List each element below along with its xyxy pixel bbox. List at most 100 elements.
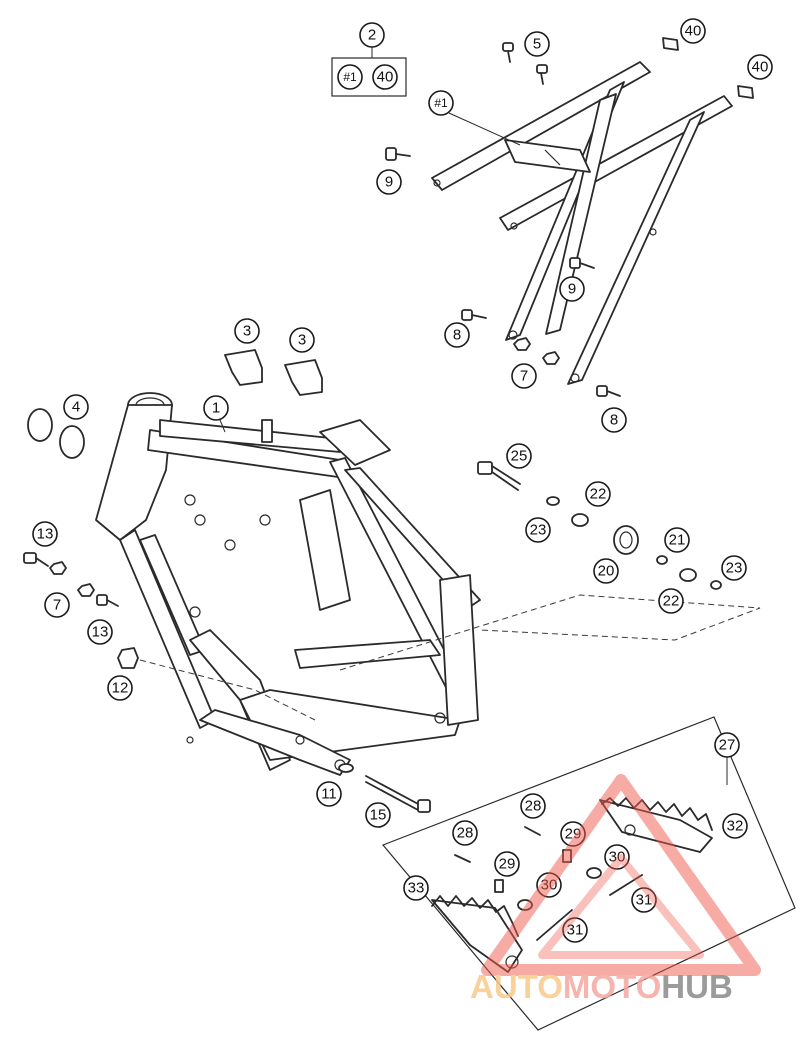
callout-5: 5 — [524, 31, 550, 57]
svg-text:40: 40 — [377, 69, 394, 86]
bolt-9b — [569, 257, 595, 269]
callout-13a: 13 — [32, 521, 58, 547]
svg-text:28: 28 — [457, 825, 474, 842]
callout-hash1: #1 — [428, 90, 454, 116]
callout-1: 1 — [203, 395, 229, 421]
svg-text:#1: #1 — [434, 96, 448, 110]
svg-text:7: 7 — [520, 368, 528, 385]
callout-32: 32 — [722, 813, 748, 839]
callout-8b: 8 — [601, 407, 627, 433]
callout-3b: 3 — [289, 327, 315, 353]
svg-text:8: 8 — [453, 327, 461, 344]
dashed-guides — [139, 594, 761, 721]
callout-9b: 9 — [559, 276, 585, 302]
pins — [454, 826, 643, 941]
callout-22b: 22 — [658, 588, 684, 614]
callout-12: 12 — [107, 675, 133, 701]
svg-text:1: 1 — [212, 400, 220, 417]
svg-text:20: 20 — [598, 563, 615, 580]
clip-40b — [737, 85, 754, 99]
watermark-auto: AUTO — [470, 968, 563, 1005]
callout-7a: 7 — [511, 363, 537, 389]
bolt-5a — [502, 42, 514, 63]
clip-40a — [662, 37, 679, 51]
callout-hash1-box: #1 — [337, 64, 363, 90]
callout-23a: 23 — [525, 517, 551, 543]
callout-28a: 28 — [520, 793, 546, 819]
bolt-8a — [461, 309, 487, 321]
callout-31a: 31 — [631, 887, 657, 913]
callout-33: 33 — [403, 875, 429, 901]
svg-text:8: 8 — [610, 412, 618, 429]
svg-text:28: 28 — [525, 798, 542, 815]
svg-text:15: 15 — [370, 807, 387, 824]
svg-text:13: 13 — [37, 526, 54, 543]
callout-21: 21 — [664, 527, 690, 553]
bolt-9a — [385, 147, 411, 161]
bolt-8b — [596, 385, 621, 397]
svg-text:23: 23 — [530, 522, 547, 539]
lower-frame-bolt — [338, 763, 431, 813]
bolt-5b — [536, 64, 548, 85]
subframe — [431, 61, 733, 385]
svg-text:27: 27 — [719, 737, 736, 754]
swingarm-pivot-parts — [477, 461, 722, 590]
watermark-hub: HUB — [661, 968, 733, 1005]
svg-text:11: 11 — [321, 786, 337, 803]
callout-40a: 40 — [680, 18, 706, 44]
callout-27: 27 — [714, 732, 740, 758]
svg-text:9: 9 — [568, 281, 576, 298]
svg-text:3: 3 — [243, 323, 251, 340]
callout-15: 15 — [365, 802, 391, 828]
nut-7a — [513, 337, 531, 351]
svg-text:21: 21 — [669, 532, 686, 549]
nut-7b — [542, 351, 560, 365]
watermark-triangle — [481, 774, 761, 976]
svg-text:3: 3 — [298, 332, 306, 349]
svg-text:AUTOMOTOHUB: AUTOMOTOHUB — [470, 968, 733, 1005]
svg-text:33: 33 — [408, 880, 425, 897]
leader-lines — [219, 47, 521, 433]
svg-text:5: 5 — [533, 36, 541, 53]
callout-13b: 13 — [87, 619, 113, 645]
svg-text:2: 2 — [368, 27, 376, 44]
callout-25: 25 — [506, 443, 532, 469]
callout-9a: 9 — [376, 169, 402, 195]
callout-2: 2 — [359, 22, 385, 48]
watermark-moto: MOTO — [563, 968, 661, 1005]
frame-left-fasteners — [23, 552, 139, 669]
svg-text:22: 22 — [590, 486, 607, 503]
callout-4: 4 — [63, 394, 89, 420]
callout-3a: 3 — [234, 318, 260, 344]
svg-text:32: 32 — [727, 818, 744, 835]
svg-text:22: 22 — [663, 593, 680, 610]
svg-text:23: 23 — [726, 560, 743, 577]
watermark-logo: AUTOMOTOHUB — [470, 774, 761, 1005]
bearing-rings — [27, 408, 85, 459]
callout-20: 20 — [593, 558, 619, 584]
svg-text:40: 40 — [685, 23, 702, 40]
callout-40b: 40 — [747, 54, 773, 80]
callout-7b: 7 — [44, 592, 70, 618]
svg-text:40: 40 — [752, 59, 769, 76]
svg-text:#1: #1 — [343, 70, 357, 84]
svg-text:12: 12 — [112, 680, 129, 697]
callout-28b: 28 — [452, 820, 478, 846]
svg-text:4: 4 — [72, 399, 80, 416]
callout-40-box: 40 — [372, 64, 398, 90]
svg-text:9: 9 — [385, 174, 393, 191]
svg-text:25: 25 — [511, 448, 528, 465]
subframe-fasteners — [385, 37, 754, 397]
callout-22a: 22 — [585, 481, 611, 507]
svg-text:13: 13 — [92, 624, 109, 641]
svg-text:30: 30 — [609, 849, 626, 866]
callout-23b: 23 — [721, 555, 747, 581]
main-frame — [95, 392, 481, 776]
svg-text:31: 31 — [636, 892, 653, 909]
dust-caps — [224, 349, 323, 396]
svg-text:29: 29 — [499, 856, 516, 873]
svg-text:7: 7 — [53, 597, 61, 614]
callout-8a: 8 — [444, 322, 470, 348]
